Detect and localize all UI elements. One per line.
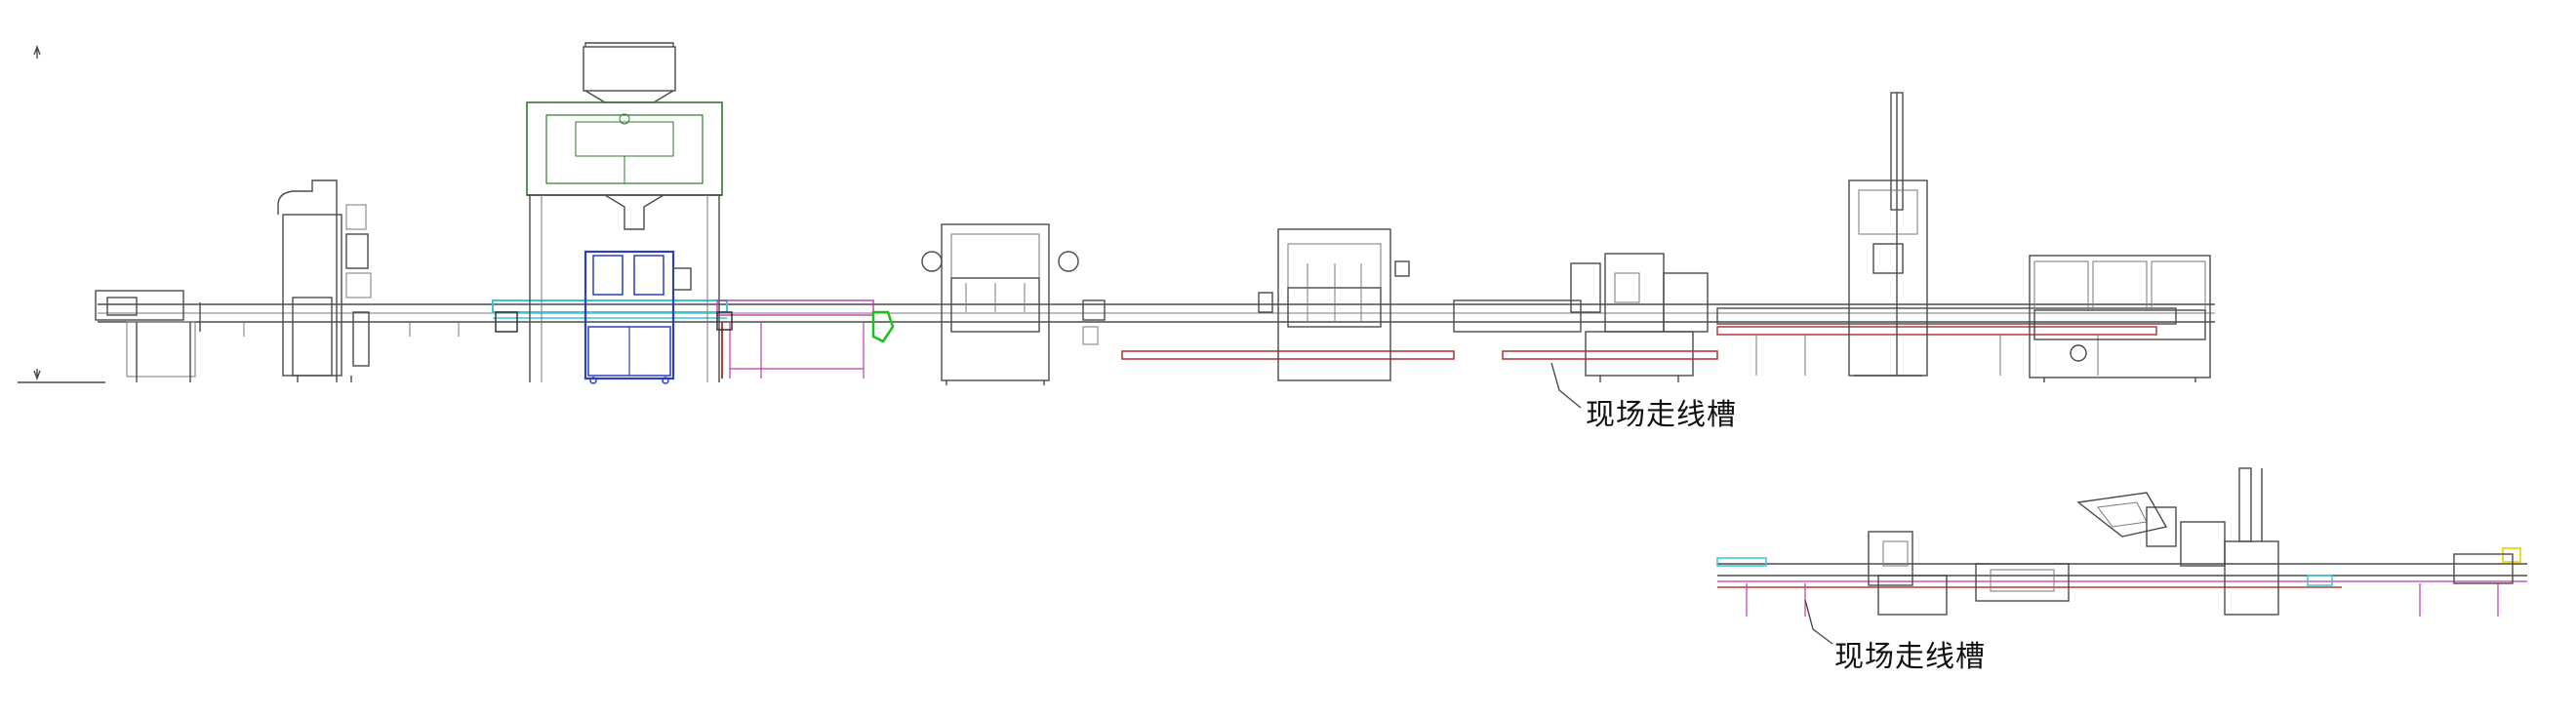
gantry-robot bbox=[1848, 92, 1928, 377]
secondary-conveyor bbox=[1716, 547, 2527, 617]
transfer-table bbox=[716, 299, 895, 378]
label-leader-line-secondary bbox=[1804, 599, 1833, 645]
end-conveyor bbox=[1716, 307, 2177, 376]
case-sealer bbox=[1868, 531, 1948, 616]
dimension-marks bbox=[18, 45, 105, 383]
weighing-filling-machine bbox=[526, 42, 723, 384]
bottle-feeder-machine bbox=[277, 179, 372, 382]
bottle-unscrambler-table bbox=[95, 290, 201, 382]
red-wiring-trough-1 bbox=[1121, 350, 1455, 360]
wiring-trough-label-secondary: 现场走线槽 bbox=[1834, 640, 1986, 674]
palletizing-robot bbox=[2076, 467, 2514, 616]
capping-machine bbox=[1258, 228, 1410, 381]
wiring-trough-label-main: 现场走线槽 bbox=[1586, 398, 1737, 432]
piston-filling-machine bbox=[921, 223, 1106, 385]
conveyor-legs bbox=[243, 322, 460, 337]
cartoning-machine bbox=[2029, 255, 2211, 382]
labeling-machine bbox=[1453, 253, 1718, 382]
carton-packer bbox=[1975, 563, 2070, 602]
main-conveyor bbox=[98, 303, 2215, 323]
cyan-conveyor-section bbox=[492, 299, 728, 333]
label-leader-line bbox=[1550, 362, 1582, 409]
